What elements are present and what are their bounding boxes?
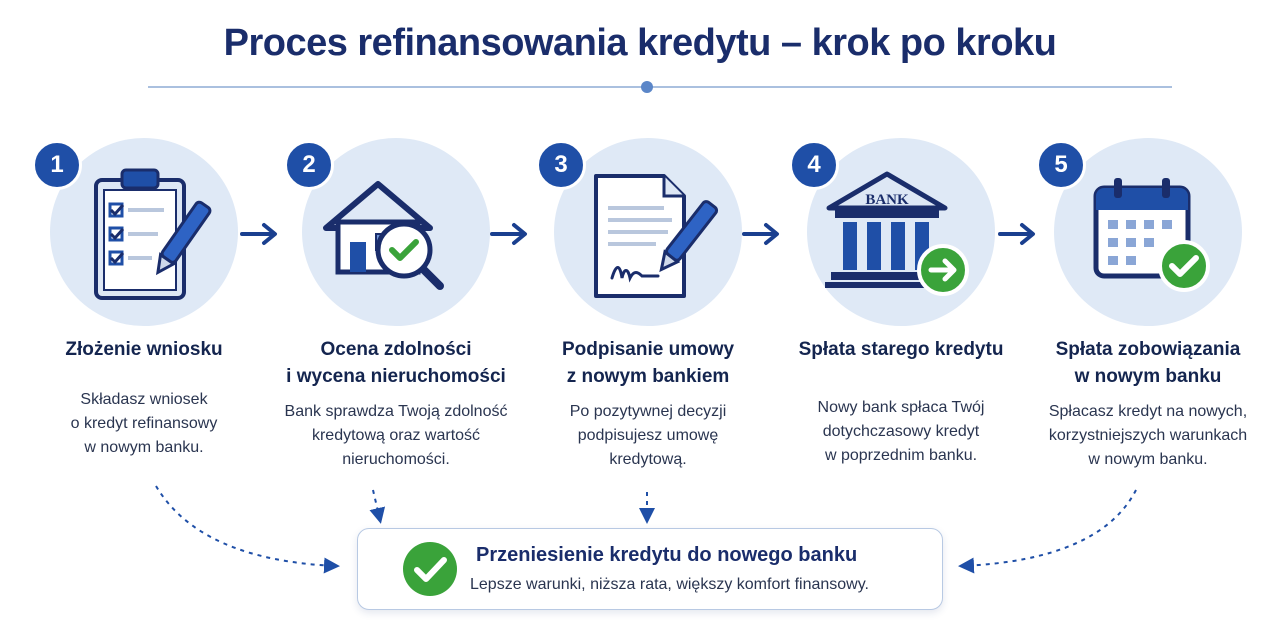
step-title-line: Spłata zobowiązania xyxy=(1055,339,1241,360)
step-description-line: o kredyt refinansowy xyxy=(70,415,218,432)
arrow-right-icon xyxy=(742,223,779,245)
step-title: Złożenie wniosku xyxy=(20,336,268,363)
step-5: 5 Spłata zobowiązania w nowym banku Spła… xyxy=(1034,0,1274,640)
step-title: Spłata zobowiązania w nowym banku xyxy=(1024,336,1272,390)
step-description-line: Bank sprawdza Twoją zdolność xyxy=(284,403,508,420)
arrow-right-icon xyxy=(490,223,527,245)
step-1: 1 Złożenie wniosku Składasz wniosek o kr… xyxy=(30,0,270,640)
step-title: Spłata starego kredytu xyxy=(777,336,1025,363)
step-title-line: Podpisanie umowy xyxy=(561,339,735,360)
connector-step-1 xyxy=(155,485,340,574)
step-description-line: kredytową oraz wartość xyxy=(311,427,481,444)
step-number-badge: 5 xyxy=(1036,140,1086,190)
calendar-check-icon xyxy=(1093,178,1210,292)
connector-step-5 xyxy=(958,489,1137,574)
step-title-line: z nowym bankiem xyxy=(566,366,730,387)
step-title-line: Złożenie wniosku xyxy=(65,339,223,360)
result-subtitle: Lepsze warunki, niższa rata, większy kom… xyxy=(470,576,869,593)
step-number-badge: 1 xyxy=(32,140,82,190)
step-description-line: podpisujesz umowę xyxy=(577,427,719,444)
step-number-badge: 4 xyxy=(789,140,839,190)
step-title-line: Ocena zdolności xyxy=(320,339,472,360)
step-description-line: kredytową. xyxy=(609,451,687,468)
step-title: Podpisanie umowy z nowym bankiem xyxy=(524,336,772,390)
step-description-line: korzystniejszych warunkach xyxy=(1048,427,1248,444)
step-number-badge: 3 xyxy=(536,140,586,190)
step-3: 3 Podpisanie umowy z nowym bankiem Po po… xyxy=(534,0,774,640)
step-description-line: w nowym banku. xyxy=(1088,451,1208,468)
clipboard-checklist-pen-icon xyxy=(94,168,212,300)
step-description-line: w nowym banku. xyxy=(84,439,204,456)
bank-arrow-icon: BANK xyxy=(825,171,969,296)
arrow-right-icon xyxy=(998,223,1035,245)
step-description-line: Nowy bank spłaca Twój xyxy=(817,399,985,416)
step-description: Po pozytywnej decyzji podpisujesz umowę … xyxy=(524,400,772,472)
step-title-line: i wycena nieruchomości xyxy=(286,366,506,387)
step-description-line: nieruchomości. xyxy=(342,451,450,468)
step-title-line: Spłata starego kredytu xyxy=(798,339,1004,360)
title-divider xyxy=(148,86,1172,88)
arrow-right-icon xyxy=(240,223,277,245)
house-magnifier-check-icon xyxy=(323,181,444,290)
step-2: 2 Ocena zdolności i wycena nieruchomości… xyxy=(282,0,522,640)
step-title: Ocena zdolności i wycena nieruchomości xyxy=(272,336,520,390)
connector-step-2 xyxy=(369,489,386,524)
contract-signature-pen-icon xyxy=(594,174,719,298)
result-title: Przeniesienie kredytu do nowego banku xyxy=(476,544,858,566)
page-title: Proces refinansowania kredytu – krok po … xyxy=(223,22,1057,64)
step-description-line: w poprzednim banku. xyxy=(824,447,978,464)
step-description: Bank sprawdza Twoją zdolność kredytową o… xyxy=(272,400,520,472)
step-description-line: dotychczasowy kredyt xyxy=(822,423,980,440)
step-description-line: Składasz wniosek xyxy=(80,391,208,408)
step-title-line: w nowym banku xyxy=(1074,366,1222,387)
step-description: Składasz wniosek o kredyt refinansowy w … xyxy=(20,388,268,460)
step-description: Nowy bank spłaca Twój dotychczasowy kred… xyxy=(777,396,1025,468)
step-description: Spłacasz kredyt na nowych, korzystniejsz… xyxy=(1024,400,1272,472)
divider-dot xyxy=(641,81,653,93)
step-number-badge: 2 xyxy=(284,140,334,190)
step-description-line: Spłacasz kredyt na nowych, xyxy=(1048,403,1248,420)
step-4: 4 BANK Spłata starego kredytu Nowy bank … xyxy=(787,0,1027,640)
bank-label: BANK xyxy=(865,192,909,208)
check-circle-icon xyxy=(403,542,457,596)
step-description-line: Po pozytywnej decyzji xyxy=(569,403,727,420)
result-box: Przeniesienie kredytu do nowego banku Le… xyxy=(357,528,943,610)
